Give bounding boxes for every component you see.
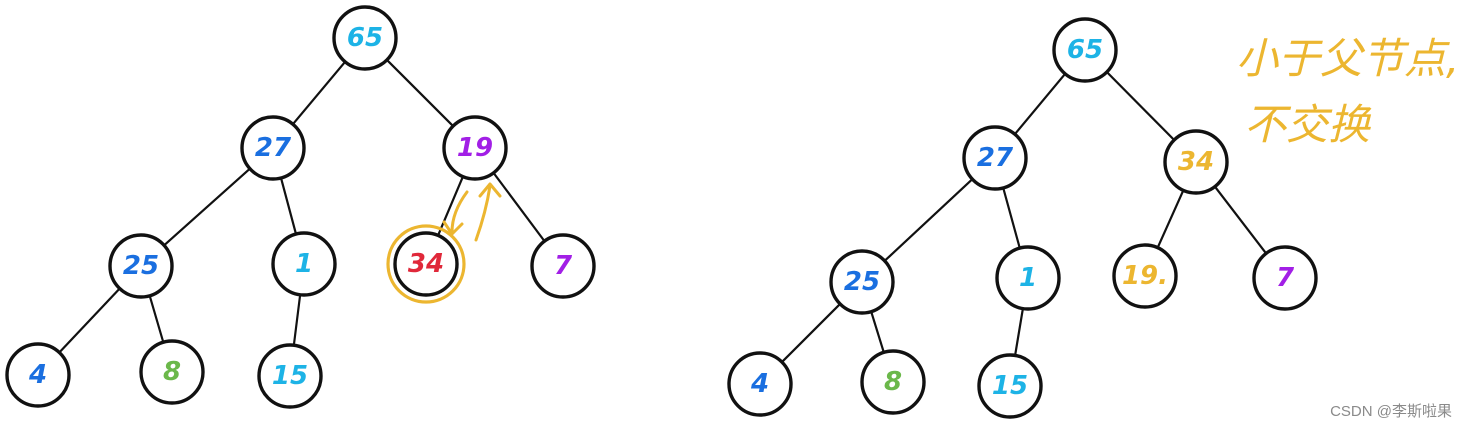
tree-edge — [883, 178, 974, 262]
tree-edge — [1002, 187, 1021, 249]
node-circle — [108, 233, 174, 299]
swap-arrows — [442, 182, 502, 242]
node-label: 25 — [123, 251, 159, 281]
node-label: 7 — [554, 251, 573, 281]
node-label: 4 — [750, 369, 769, 399]
annotation-line2: 不交换 — [1244, 100, 1372, 149]
arrow-up-head-icon — [478, 182, 502, 198]
node-label: 1 — [295, 249, 313, 279]
tree-edge — [1014, 73, 1066, 135]
tree-node: 65 — [332, 5, 398, 71]
node-label: 7 — [1276, 263, 1295, 293]
node-label: 34 — [408, 249, 444, 279]
annotation-line1: 小于父节点, — [1236, 34, 1459, 83]
tree-node: 8 — [860, 349, 926, 415]
node-circle — [977, 353, 1043, 419]
node-label: 1 — [1019, 263, 1037, 293]
tree-edge — [1213, 185, 1268, 255]
tree-edge — [492, 172, 546, 242]
node-label: 15 — [992, 371, 1028, 401]
tree-node: 7 — [1252, 245, 1318, 311]
node-circle — [139, 339, 205, 405]
node-circle — [727, 351, 793, 417]
node-circle — [393, 231, 459, 297]
tree-node: 15 — [977, 353, 1043, 419]
arrow-up-icon — [474, 184, 492, 242]
tree-edge — [870, 311, 885, 353]
node-circle — [5, 342, 71, 408]
arrow-down-icon — [450, 190, 469, 234]
tree-edge — [437, 176, 464, 236]
right-tree: 65 27 34 25 1 19. 7 4 8 15 — [727, 17, 1318, 419]
tree-edge — [58, 287, 121, 354]
tree-node: 4 — [5, 342, 71, 408]
node-circle — [257, 343, 323, 409]
watermark: CSDN @李斯啦果 — [1330, 403, 1452, 420]
tree-node: 8 — [139, 339, 205, 405]
node-label: 65 — [1067, 35, 1103, 65]
highlight-ring — [386, 224, 466, 304]
node-circle — [829, 249, 895, 315]
tree-edge — [148, 295, 165, 343]
tree-node: 1 — [995, 245, 1061, 311]
node-circle — [962, 125, 1028, 191]
tree-node: 15 — [257, 343, 323, 409]
tree-edge — [163, 167, 251, 247]
node-circle — [1252, 245, 1318, 311]
tree-node: 1 — [271, 231, 337, 297]
node-label: 27 — [977, 143, 1014, 173]
node-circle — [1163, 129, 1229, 195]
tree-edge — [1106, 71, 1175, 141]
node-label: 25 — [844, 267, 880, 297]
tree-node: 27 — [240, 115, 306, 181]
tree-node: 65 — [1052, 17, 1118, 83]
node-label: 8 — [884, 367, 902, 397]
node-circle — [995, 245, 1061, 311]
tree-node: 25 — [108, 233, 174, 299]
node-label: 15 — [272, 361, 308, 391]
node-label: 65 — [347, 23, 383, 53]
tree-edge — [292, 294, 302, 346]
node-circle — [1052, 17, 1118, 83]
node-circle — [332, 5, 398, 71]
tree-edge — [1156, 189, 1185, 249]
node-label: 8 — [163, 357, 181, 387]
tree-edge — [781, 303, 841, 363]
tree-edge — [292, 61, 346, 125]
left-tree: 65 27 19 25 1 34 7 4 8 15 — [5, 5, 596, 409]
node-circle — [442, 115, 508, 181]
node-label: 19 — [457, 133, 493, 163]
node-circle — [530, 233, 596, 299]
tree-node: 27 — [962, 125, 1028, 191]
tree-node: 7 — [530, 233, 596, 299]
node-circle — [271, 231, 337, 297]
tree-node: 19. — [1112, 243, 1178, 309]
node-circle — [1112, 243, 1178, 309]
node-label: 34 — [1178, 147, 1214, 177]
tree-node: 25 — [829, 249, 895, 315]
tree-edge — [1014, 308, 1024, 356]
node-label: 27 — [255, 133, 292, 163]
tree-node: 4 — [727, 351, 793, 417]
node-circle — [860, 349, 926, 415]
tree-node: 34 — [1163, 129, 1229, 195]
tree-edge — [279, 177, 298, 235]
tree-node: 19 — [442, 115, 508, 181]
node-circle — [240, 115, 306, 181]
arrow-down-head-icon — [442, 220, 464, 236]
tree-node: 34 — [386, 224, 466, 304]
tree-edge — [386, 59, 454, 127]
node-label: 19. — [1122, 261, 1168, 291]
node-label: 4 — [28, 360, 47, 390]
